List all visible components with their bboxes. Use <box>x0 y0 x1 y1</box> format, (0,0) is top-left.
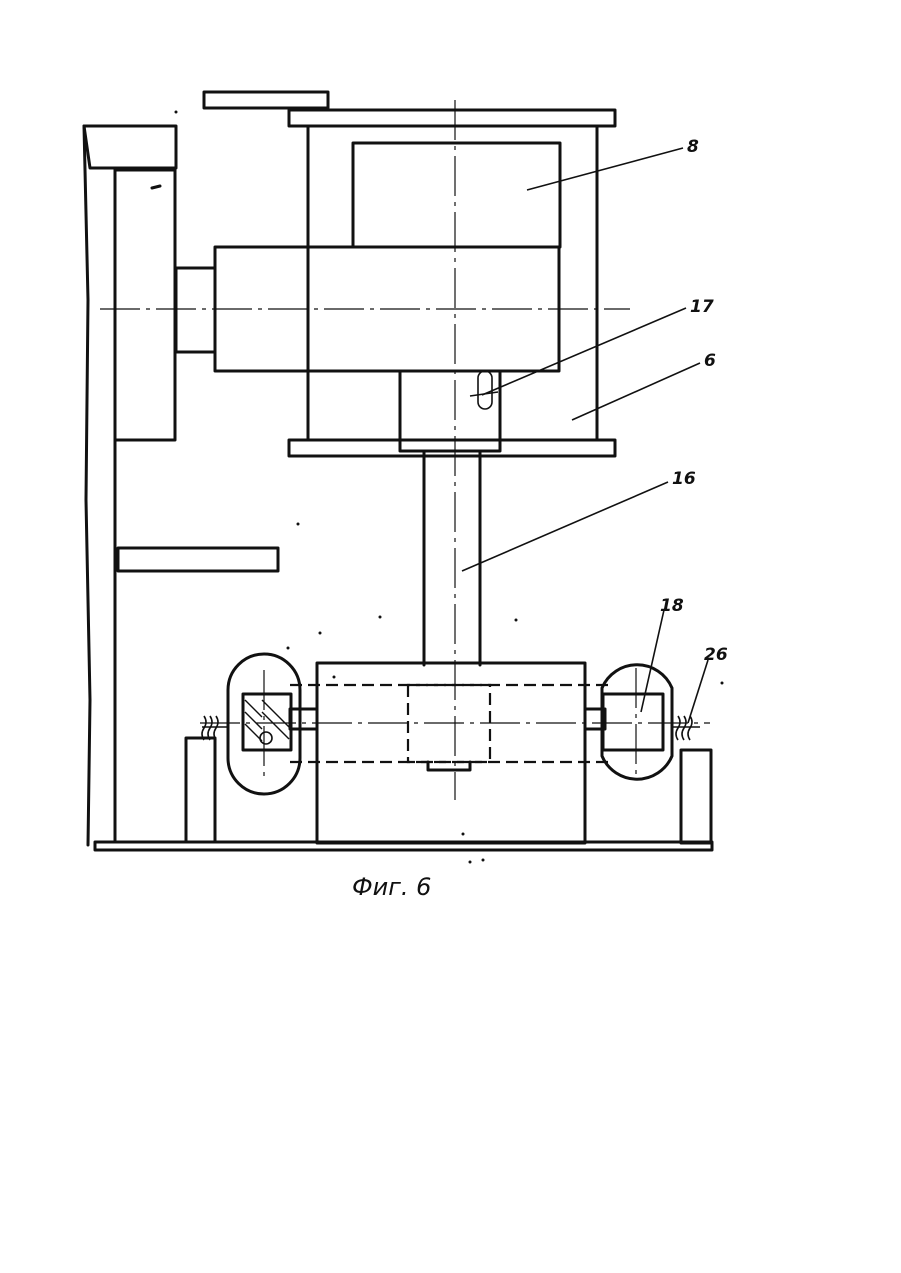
upper-frame-6 <box>289 110 615 456</box>
unit-8 <box>353 143 560 247</box>
callout-18: 18 <box>660 596 684 616</box>
supports <box>186 738 711 843</box>
callout-6: 6 <box>704 351 716 371</box>
top-plate-small <box>204 92 328 108</box>
rod-16 <box>424 451 480 665</box>
base-plate <box>95 842 712 850</box>
callout-8: 8 <box>687 137 699 157</box>
base-block <box>290 663 612 843</box>
callout-17: 17 <box>690 297 714 317</box>
callout-26: 26 <box>704 645 728 665</box>
figure-caption: Фиг. 6 <box>352 873 431 901</box>
left-roller <box>202 654 317 794</box>
left-frame <box>84 126 278 845</box>
callout-16: 16 <box>672 469 696 489</box>
